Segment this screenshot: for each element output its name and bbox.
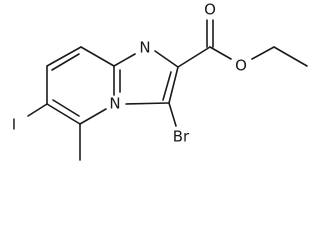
- bond-c8a-n1: [113, 53, 136, 67]
- atom-br: Br: [173, 128, 190, 146]
- atom-n4: N: [109, 95, 120, 113]
- bond-c6-i: [27, 103, 48, 117]
- bond-c3-br: [168, 102, 177, 127]
- bond-ch2-ch3: [273, 46, 308, 67]
- atom-n1: N: [139, 39, 150, 57]
- bond-ester-o-ch2: [251, 46, 275, 60]
- bond-carbonyl-ester-o: [209, 46, 232, 60]
- bond-c8a-c8: [80, 46, 115, 67]
- bond-c7-c8-inner: [51, 53, 80, 71]
- bond-c2-c3-inner: [162, 71, 172, 101]
- atom-o-ester: O: [235, 57, 247, 75]
- bond-c3-n4: [125, 102, 170, 105]
- bond-c6-c5: [46, 103, 81, 125]
- atom-i: I: [12, 116, 16, 134]
- bond-c2-c3: [168, 66, 179, 104]
- atom-o-carbonyl: O: [204, 1, 216, 19]
- molecule-canvas: N N O O Br I: [11, 0, 308, 161]
- bond-c2-carbonyl: [177, 46, 211, 68]
- structure-diagram: N N O O Br I: [12, 1, 308, 161]
- bond-c6-c5-inner: [52, 99, 80, 117]
- bond-c5-n4: [79, 108, 107, 125]
- bond-n1-c2: [154, 50, 179, 68]
- bond-c8-c7: [46, 46, 82, 67]
